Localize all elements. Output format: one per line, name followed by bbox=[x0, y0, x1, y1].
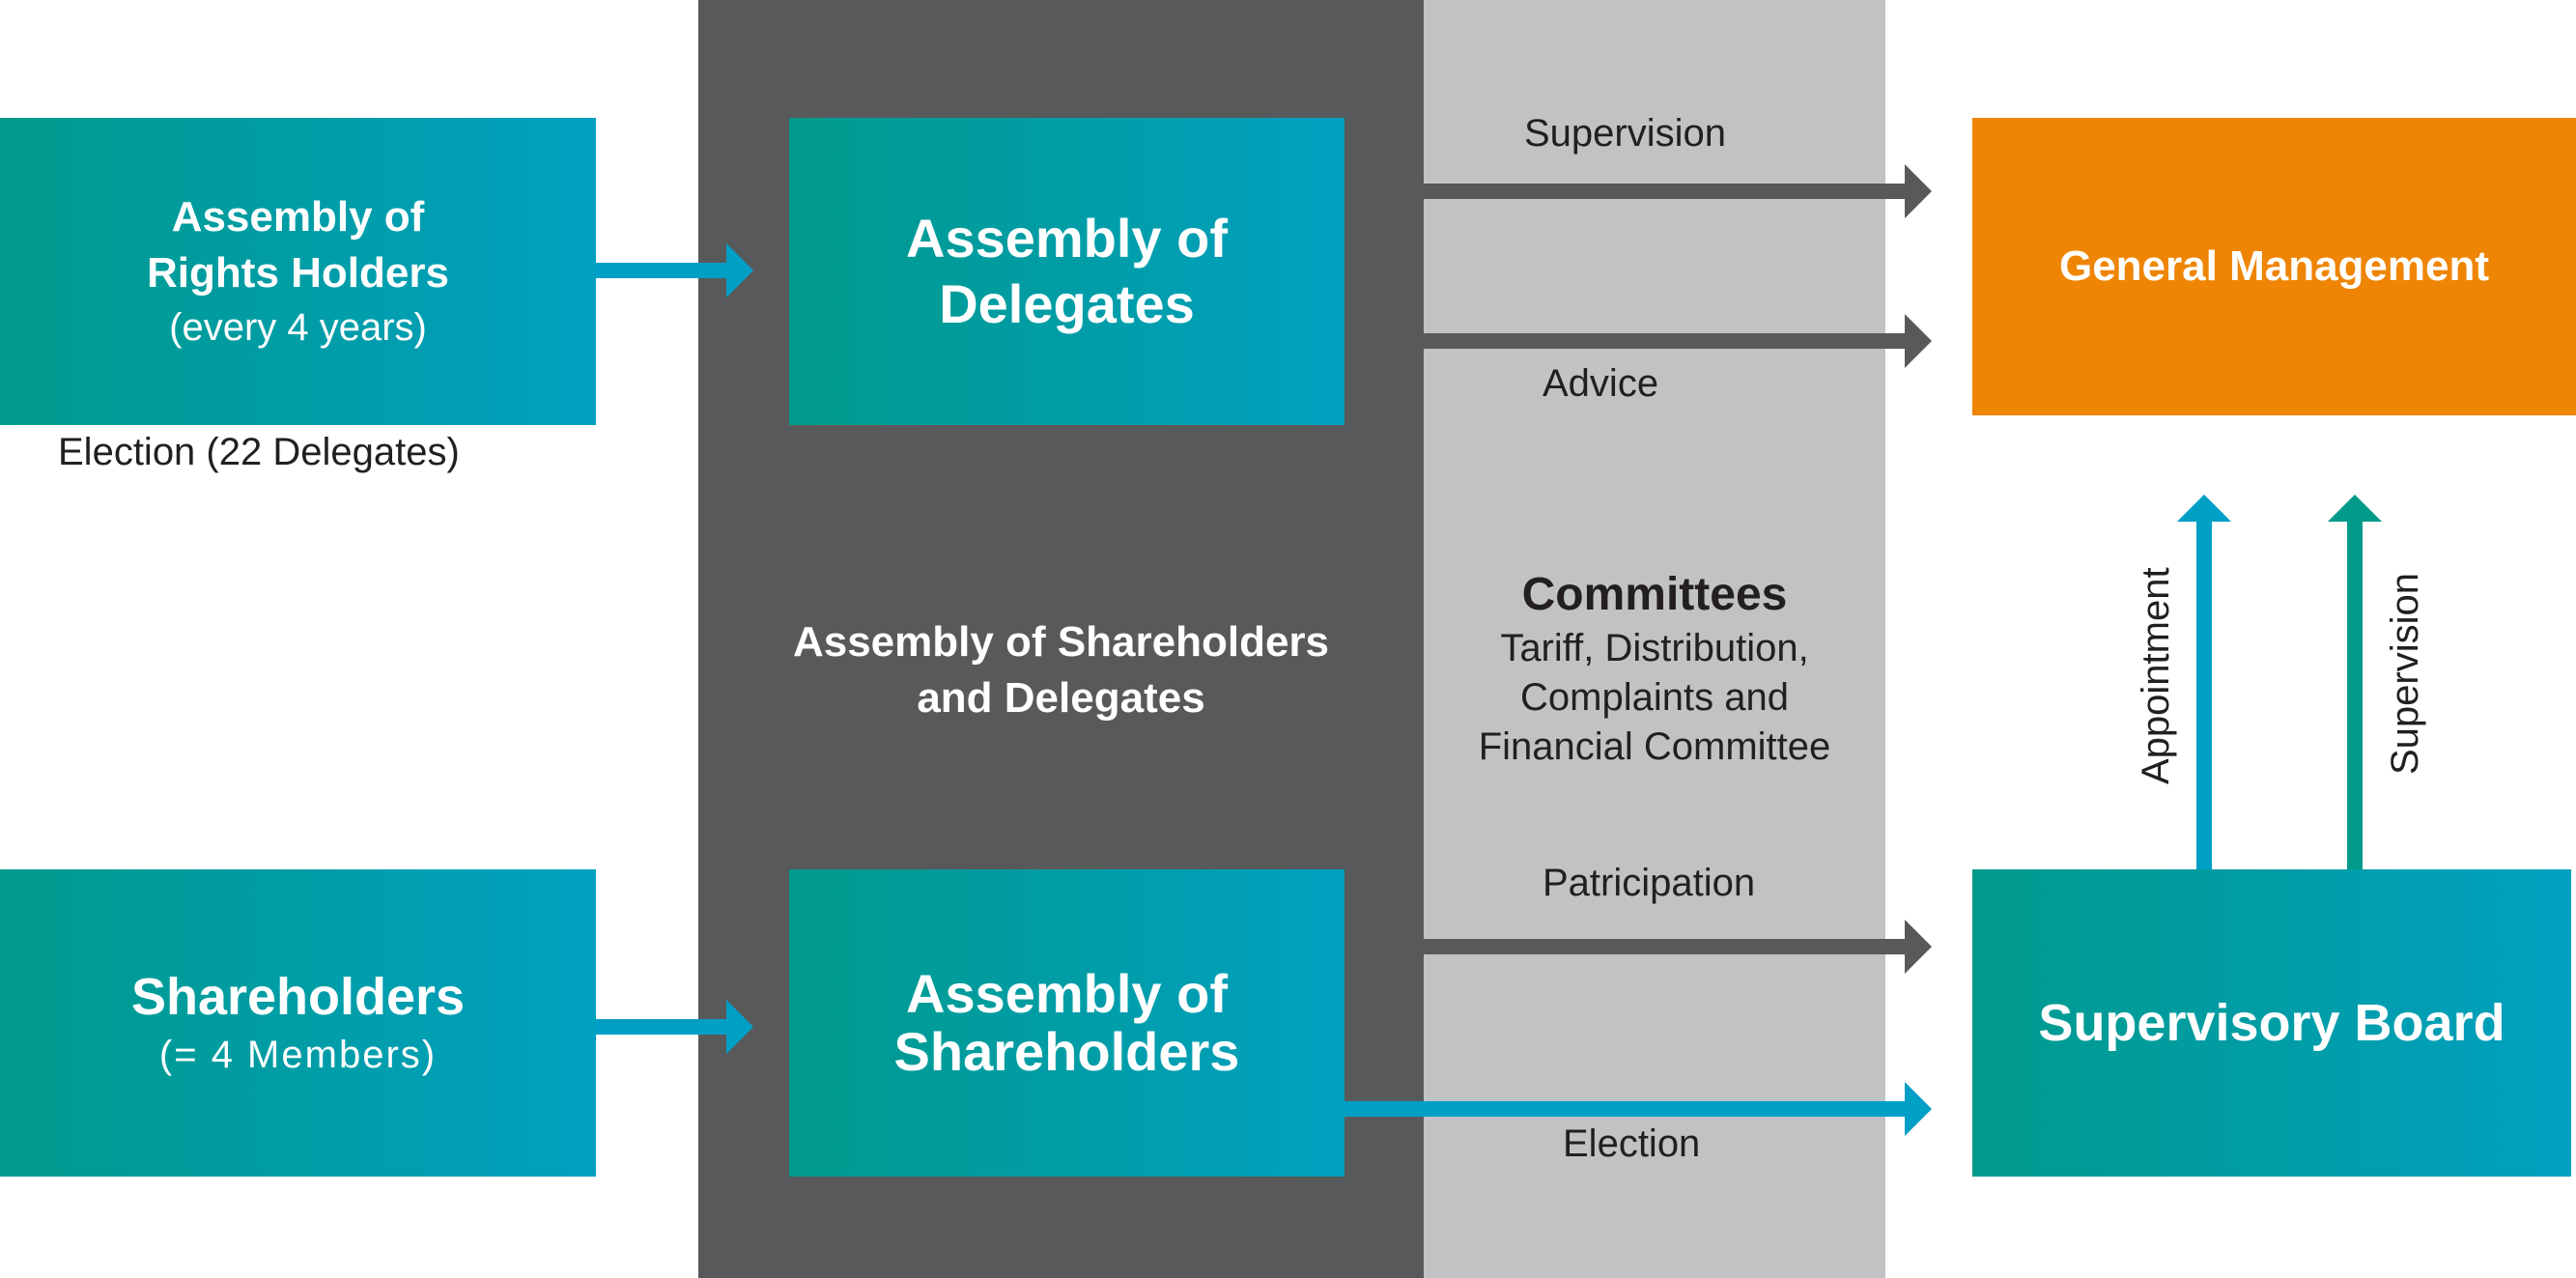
committees-line3: Financial Committee bbox=[1478, 725, 1831, 768]
general-management-label: General Management bbox=[2058, 242, 2490, 290]
supervision-label: Supervision bbox=[1524, 112, 1727, 155]
advice-label: Advice bbox=[1543, 362, 1659, 405]
rights-holders-sub: (every 4 years) bbox=[169, 306, 427, 349]
participation-label: Patricipation bbox=[1543, 862, 1756, 904]
election-delegates-label: Election (22 Delegates) bbox=[58, 431, 460, 473]
rights-holders-line2: Rights Holders bbox=[147, 249, 449, 297]
supervisory-board-label: Supervisory Board bbox=[2038, 994, 2505, 1052]
committees-line1: Tariff, Distribution, bbox=[1500, 627, 1809, 669]
delegates-line2: Delegates bbox=[939, 273, 1195, 334]
arrow-appointment bbox=[2177, 495, 2231, 869]
rights-holders-box: Assembly of Rights Holders (every 4 year… bbox=[0, 118, 596, 425]
shareholders-box: Shareholders (= 4 Members) bbox=[0, 869, 596, 1177]
assembly-shareholders-line2: Shareholders bbox=[893, 1021, 1240, 1082]
general-management-box: General Management bbox=[1972, 118, 2576, 415]
shareholders-title: Shareholders bbox=[130, 968, 466, 1026]
rights-holders-line1: Assembly of bbox=[171, 193, 425, 241]
arrow-supervision-vertical bbox=[2328, 495, 2382, 869]
assembly-of-shareholders-box: Assembly of Shareholders bbox=[789, 869, 1345, 1177]
appointment-label: Appointment bbox=[2135, 567, 2177, 784]
center-line2: and Delegates bbox=[917, 674, 1205, 722]
delegates-line1: Assembly of bbox=[906, 208, 1228, 269]
assembly-of-delegates-box: Assembly of Delegates bbox=[789, 118, 1345, 425]
committees-line2: Complaints and bbox=[1520, 676, 1789, 719]
assembly-shareholders-line1: Assembly of bbox=[906, 963, 1228, 1024]
center-line1: Assembly of Shareholders bbox=[792, 618, 1330, 666]
committees-block: Committees Tariff, Distribution, Complai… bbox=[1424, 566, 1885, 772]
committees-band bbox=[1424, 0, 1885, 1278]
election-label: Election bbox=[1563, 1122, 1701, 1165]
supervision-vertical-label: Supervision bbox=[2384, 572, 2426, 775]
supervisory-board-box: Supervisory Board bbox=[1972, 869, 2571, 1177]
shareholders-sub: (= 4 Members) bbox=[158, 1034, 438, 1076]
committees-title: Committees bbox=[1521, 569, 1788, 620]
assembly-center-label: Assembly of Shareholders and Delegates bbox=[698, 614, 1424, 726]
